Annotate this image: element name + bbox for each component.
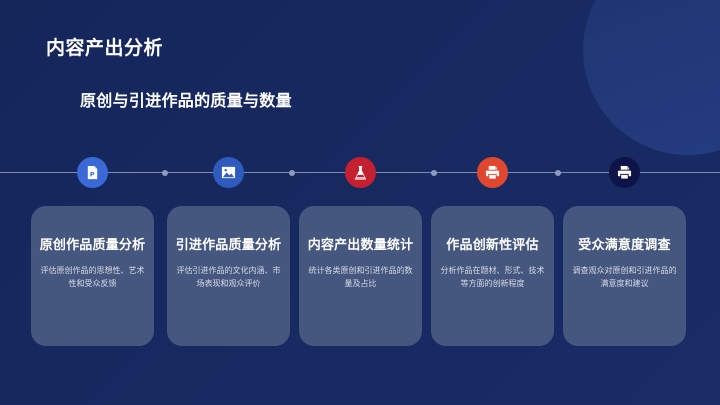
document-p-icon: P [85,165,100,180]
step-card-original-quality: 原创作品质量分析 评估原创作品的思想性、艺术性和受众反馈 [31,206,154,346]
step-card-output-quantity: 内容产出数量统计 统计各类原创和引进作品的数量及占比 [299,206,422,346]
card-title: 受众满意度调查 [578,238,671,253]
timeline-dot [289,169,295,176]
card-description: 分析作品在题材、形式、技术等方面的创新程度 [440,266,545,288]
step-card-imported-quality: 引进作品质量分析 评估引进作品的文化内涵、市场表现和观众评价 [167,206,290,346]
timeline-dot [555,169,561,176]
step-card-innovation: 作品创新性评估 分析作品在题材、形式、技术等方面的创新程度 [431,206,554,346]
card-title: 内容产出数量统计 [307,238,414,253]
step-5-node [609,157,640,188]
image-icon [221,165,236,180]
step-3-node [345,157,376,188]
card-title: 引进作品质量分析 [175,238,282,253]
page-title: 内容产出分析 [46,37,164,59]
page-subtitle: 原创与引进作品的质量与数量 [80,91,292,110]
card-description: 统计各类原创和引进作品的数量及占比 [308,266,413,288]
printer-icon [617,165,632,180]
decorative-circle [583,0,720,155]
card-description: 评估引进作品的文化内涵、市场表现和观众评价 [176,266,281,288]
step-1-node: P [77,157,108,188]
card-title: 原创作品质量分析 [39,238,146,253]
svg-text:P: P [90,171,95,179]
step-card-audience-satisfaction: 受众满意度调查 调查观众对原创和引进作品的满意度和建议 [563,206,686,346]
flask-icon [353,165,368,180]
step-4-node [477,157,508,188]
timeline-dot [162,169,168,176]
card-description: 调查观众对原创和引进作品的满意度和建议 [572,266,677,288]
card-title: 作品创新性评估 [446,238,539,253]
timeline-dot [431,169,437,176]
step-2-node [213,157,244,188]
printer-icon [485,165,500,180]
card-description: 评估原创作品的思想性、艺术性和受众反馈 [40,266,145,288]
